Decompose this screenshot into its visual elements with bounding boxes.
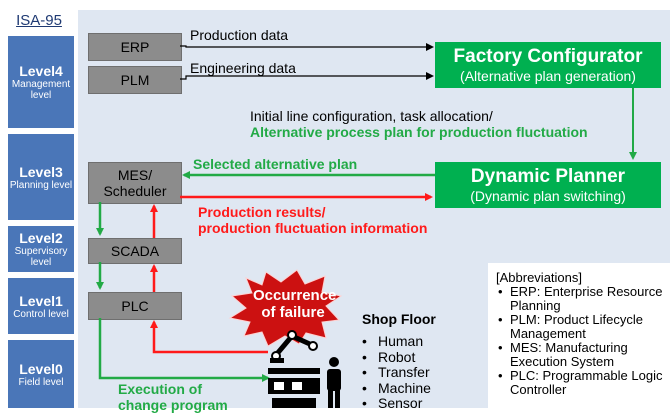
level-subtitle: Management level xyxy=(11,79,71,101)
alt-process-plan-label: Alternative process plan for production … xyxy=(250,124,588,140)
isa95-title: ISA-95 xyxy=(16,12,62,29)
engineering-data-label: Engineering data xyxy=(190,60,296,76)
level3-label: Level3 Planning level xyxy=(8,134,74,220)
plm-box: PLM xyxy=(88,66,182,94)
abbreviation-item: PLC: Programmable Logic Controller xyxy=(496,369,670,397)
execution-line1: Execution of xyxy=(118,381,203,397)
dynamic-planner-box: Dynamic Planner (Dynamic plan switching) xyxy=(435,162,661,208)
shop-floor-item: Machine xyxy=(360,380,431,397)
level-name: Level3 xyxy=(19,163,63,180)
plm-to-factory-arrow xyxy=(180,72,434,80)
abbreviation-item: ERP: Enterprise Resource Planning xyxy=(496,285,670,313)
level0-label: Level0 Field level xyxy=(8,340,74,408)
factory-configurator-box: Factory Configurator (Alternative plan g… xyxy=(435,42,661,88)
erp-box: ERP xyxy=(88,33,182,61)
selected-alt-plan-label: Selected alternative plan xyxy=(193,156,358,172)
production-data-label: Production data xyxy=(190,27,289,43)
dynamic-planner-title: Dynamic Planner xyxy=(470,166,626,187)
level4-label: Level4 Management level xyxy=(8,36,74,128)
level2-label: Level2 Supervisory level xyxy=(8,226,74,272)
shop-floor-list: Human Robot Transfer Machine Sensor xyxy=(360,333,431,412)
level-subtitle: Control level xyxy=(13,308,69,320)
scada-box: SCADA xyxy=(88,238,182,264)
execution-line2: change program xyxy=(118,397,228,413)
shop-floor-title: Shop Floor xyxy=(362,311,436,327)
level-name: Level1 xyxy=(19,292,63,309)
abbreviation-item: MES: Manufacturing Execution System xyxy=(496,341,670,369)
production-results-line1: Production results/ xyxy=(198,204,326,220)
machine-icon xyxy=(268,368,320,408)
shop-floor-item: Sensor xyxy=(360,395,431,412)
failure-burst-text: Occurrence of failure xyxy=(253,287,337,321)
failure-line1: Occurrence xyxy=(253,287,337,304)
factory-configurator-title: Factory Configurator xyxy=(453,46,643,67)
abbreviation-item: PLM: Product Lifecycle Management xyxy=(496,313,670,341)
shop-floor-item: Human xyxy=(360,333,431,350)
shop-floor-item: Transfer xyxy=(360,364,431,381)
mes-scheduler-box: MES/ Scheduler xyxy=(88,162,182,204)
execution-label: Execution of change program xyxy=(118,381,228,413)
robot-arm-icon xyxy=(270,330,318,363)
level-name: Level4 xyxy=(19,63,63,79)
factory-configurator-subtitle: (Alternative plan generation) xyxy=(460,68,636,84)
dynamic-planner-subtitle: (Dynamic plan switching) xyxy=(470,188,626,204)
worker-icon xyxy=(327,357,341,408)
abbreviations-box: [Abbreviations] ERP: Enterprise Resource… xyxy=(488,263,670,408)
production-results-line2: production fluctuation information xyxy=(198,220,428,236)
level-name: Level2 xyxy=(19,230,63,246)
level-subtitle: Field level xyxy=(18,376,64,388)
failure-to-plc-arrow xyxy=(150,320,268,354)
production-results-label: Production results/ production fluctuati… xyxy=(198,204,427,236)
abbreviations-title: [Abbreviations] xyxy=(496,270,582,285)
erp-to-factory-arrow xyxy=(180,43,434,51)
plc-box: PLC xyxy=(88,292,182,320)
initial-config-label: Initial line configuration, task allocat… xyxy=(250,108,493,124)
failure-burst xyxy=(228,269,343,347)
level1-label: Level1 Control level xyxy=(8,278,74,334)
plc-to-shopfloor-arrow xyxy=(98,318,270,382)
failure-line2: of failure xyxy=(261,304,325,321)
level-subtitle: Supervisory level xyxy=(14,246,68,268)
level-subtitle: Planning level xyxy=(9,179,73,191)
level-name: Level0 xyxy=(19,360,63,377)
shop-floor-item: Robot xyxy=(360,349,431,366)
